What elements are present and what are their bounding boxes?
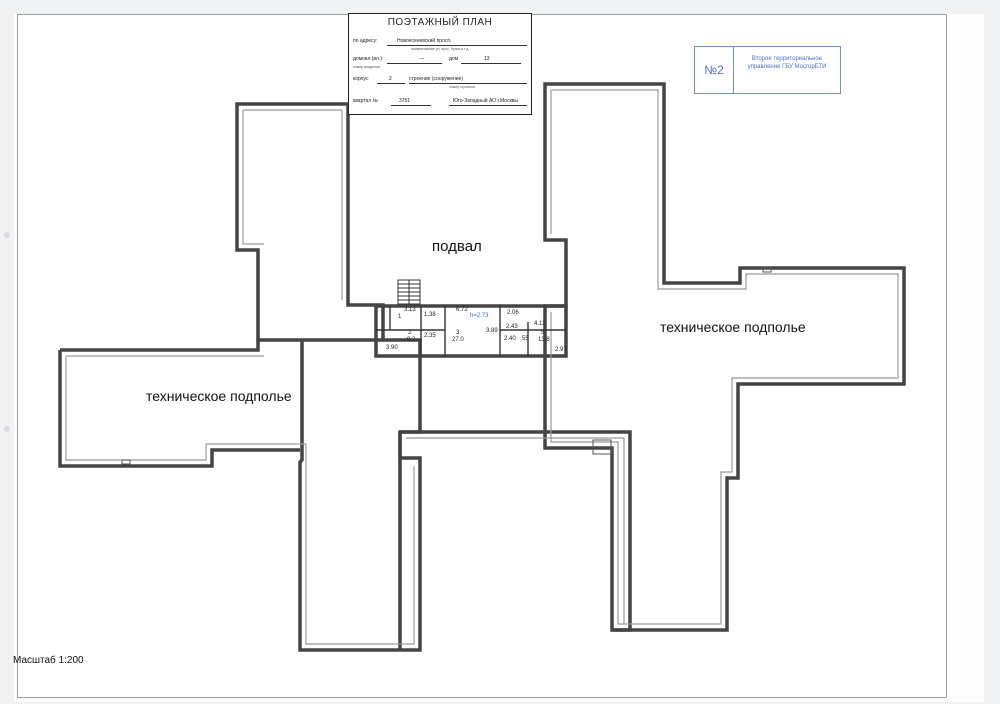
korpus-label: корпус bbox=[353, 76, 369, 82]
dim-label: 1.38 bbox=[424, 312, 436, 318]
room-area: 13.8 bbox=[538, 337, 550, 343]
korpus-value: 2 bbox=[389, 76, 392, 82]
tech-underfloor-right-label: техническое подполье bbox=[660, 319, 806, 335]
address-value: Новоясеневский просп. bbox=[397, 38, 452, 44]
dim-label: 2.35 bbox=[424, 333, 436, 339]
tech-underfloor-left-label: техническое подполье bbox=[146, 388, 292, 404]
kvartal-value: 3751 bbox=[399, 98, 411, 104]
left-wing-outline-lower bbox=[58, 340, 300, 468]
room-number: 5 bbox=[541, 330, 545, 336]
room-number: 2 bbox=[408, 330, 412, 336]
bti-stamp-text: Второе территориальное управление ГБУ Мо… bbox=[747, 56, 827, 70]
room-area: 27.0 bbox=[452, 337, 464, 343]
dim-label: 55 bbox=[522, 336, 529, 342]
dom-line bbox=[461, 63, 521, 64]
bti-stamp-number: №2 bbox=[695, 47, 734, 93]
dim-label: 6.72 bbox=[456, 307, 468, 313]
room-area: 9.2 bbox=[407, 337, 416, 343]
dom-label: дом bbox=[449, 56, 459, 62]
address-hint: наименование ул, прос, бульв и т.д. bbox=[411, 47, 470, 51]
domovl-line bbox=[387, 63, 442, 64]
vent-symbol bbox=[121, 459, 131, 465]
dim-label: 2.97 bbox=[555, 347, 567, 353]
center-inner bbox=[406, 437, 625, 624]
korpus-line bbox=[377, 83, 405, 84]
left-wing-outline bbox=[235, 102, 422, 652]
district-line bbox=[449, 105, 527, 106]
right-wing-inner bbox=[550, 89, 899, 625]
scale-label: Масштаб 1:200 bbox=[13, 655, 84, 666]
title-block-title: ПОЭТАЖНЫЙ ПЛАН bbox=[387, 17, 493, 28]
stroenie-line bbox=[409, 83, 527, 84]
left-wing-inner bbox=[65, 109, 415, 645]
dim-label: 4.11 bbox=[534, 321, 546, 327]
address-line bbox=[387, 45, 527, 46]
dom-value: 13 bbox=[484, 56, 490, 62]
vent-symbol bbox=[762, 267, 772, 273]
stroenie-hint: номер строения bbox=[449, 85, 476, 89]
dim-label: 2.43 bbox=[506, 324, 518, 330]
stroenie-label: строение (сооружение) bbox=[409, 76, 464, 82]
dim-label: 2.06 bbox=[507, 310, 519, 316]
dim-label: 2.40 bbox=[504, 336, 516, 342]
dim-label: 3.90 bbox=[386, 345, 398, 351]
kvartal-label: квартал № bbox=[353, 98, 378, 104]
punch-hole bbox=[4, 232, 10, 238]
basement-outline bbox=[374, 304, 568, 358]
ceiling-height-label: h=2.73 bbox=[470, 313, 489, 319]
district-value: Юго-Западный АО г.Москвы bbox=[453, 98, 518, 104]
domovl-value: — bbox=[419, 56, 424, 62]
dim-label: 3.89 bbox=[486, 328, 498, 334]
dim-label: 3.13 bbox=[404, 307, 416, 313]
center-lower-outline bbox=[398, 430, 632, 650]
dim-label: 1 bbox=[398, 314, 402, 320]
domovl-label: домовл.(вл.) bbox=[353, 56, 382, 62]
room-number: 3 bbox=[456, 330, 460, 336]
bti-stamp: №2 Второе территориальное управление ГБУ… bbox=[694, 46, 841, 94]
punch-hole bbox=[4, 426, 10, 432]
domovl-hint: номер владения bbox=[353, 65, 380, 69]
right-wing-outline bbox=[543, 82, 906, 632]
title-block: ПОЭТАЖНЫЙ ПЛАН по адресу: Новоясеневский… bbox=[348, 13, 532, 115]
stair-symbol bbox=[397, 279, 421, 305]
address-label: по адресу: bbox=[353, 38, 378, 44]
kvartal-line bbox=[391, 105, 431, 106]
shaft-symbol bbox=[592, 439, 612, 455]
basement-label: подвал bbox=[432, 238, 482, 255]
